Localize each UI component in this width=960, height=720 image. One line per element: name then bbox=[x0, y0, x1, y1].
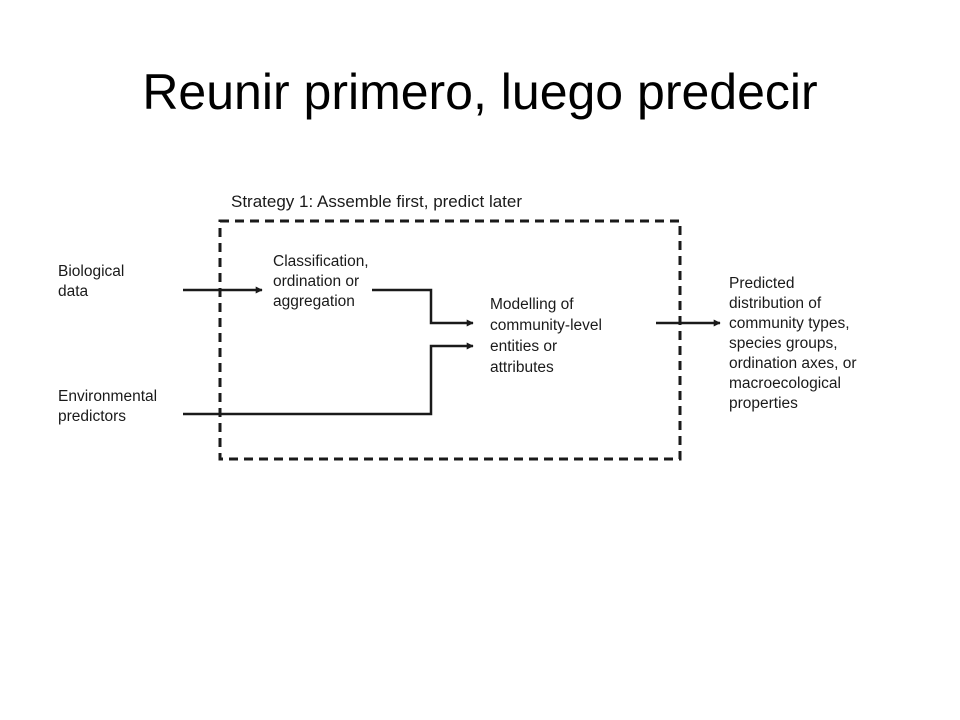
node-predicted-line: species groups, bbox=[729, 335, 838, 352]
strategy-boundary bbox=[218, 219, 682, 461]
node-environmental-line: predictors bbox=[58, 408, 126, 425]
node-predicted-line: properties bbox=[729, 395, 798, 412]
node-predicted-line: distribution of bbox=[729, 295, 822, 312]
node-biological-line: data bbox=[58, 283, 89, 300]
arrow-classification-to-modelling bbox=[372, 288, 474, 327]
node-environmental-line: Environmental bbox=[58, 388, 157, 405]
node-biological-data: Biological data bbox=[58, 263, 129, 300]
node-predicted-line: community types, bbox=[729, 315, 850, 332]
node-classification-line: aggregation bbox=[273, 293, 355, 310]
node-predicted-line: ordination axes, or bbox=[729, 355, 857, 372]
slide-title: Reunir primero, luego predecir bbox=[142, 64, 818, 120]
node-classification-line: ordination or bbox=[273, 273, 359, 290]
strategy-title: Strategy 1: Assemble first, predict late… bbox=[231, 192, 522, 211]
node-predicted-line: Predicted bbox=[729, 275, 794, 292]
arrow-environmental-to-modelling bbox=[183, 342, 474, 416]
node-modelling: Modelling of community-level entities or… bbox=[490, 296, 606, 376]
node-modelling-line: Modelling of bbox=[490, 296, 574, 313]
node-environmental-predictors: Environmental predictors bbox=[58, 388, 161, 425]
node-biological-line: Biological bbox=[58, 263, 124, 280]
node-predicted: Predicted distribution of community type… bbox=[729, 275, 861, 412]
node-modelling-line: community-level bbox=[490, 317, 602, 334]
node-classification-line: Classification, bbox=[273, 253, 369, 270]
node-modelling-line: entities or bbox=[490, 338, 557, 355]
node-classification: Classification, ordination or aggregatio… bbox=[273, 253, 373, 310]
node-modelling-line: attributes bbox=[490, 359, 554, 376]
node-predicted-line: macroecological bbox=[729, 375, 841, 392]
